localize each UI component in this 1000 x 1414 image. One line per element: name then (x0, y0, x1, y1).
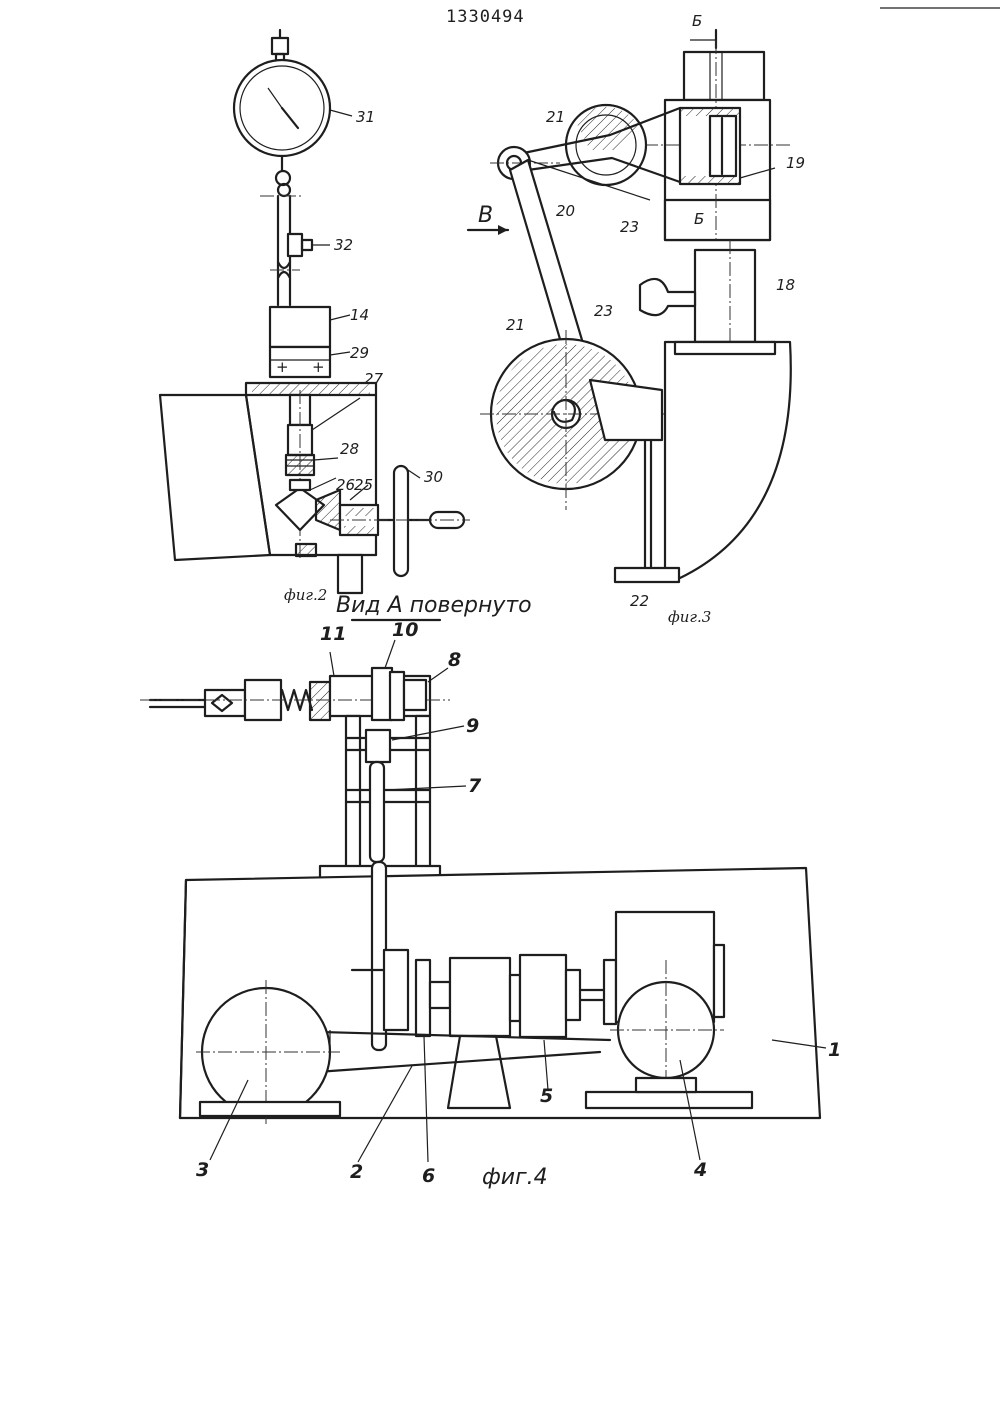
crank-disk-6 (416, 960, 430, 1036)
fig3-base-housing (665, 342, 791, 578)
document-number: 1330494 (446, 7, 525, 27)
fig2-label-27: 27 (364, 370, 384, 388)
fig4-drawing (140, 640, 826, 1162)
motor-base (586, 1092, 752, 1108)
fig3-label-23-top: 23 (620, 218, 639, 236)
fig4-label-10: 10 (392, 619, 418, 641)
coupling-5 (520, 955, 566, 1037)
fig3-label-20: 20 (556, 202, 575, 220)
rod-7 (370, 762, 384, 862)
fig4-label-4: 4 (693, 1159, 707, 1181)
fig2-drawing: ++ (160, 30, 470, 593)
fig2-label-29: 29 (350, 344, 369, 362)
fig2-housing-break (160, 395, 270, 560)
fig4-label-8: 8 (448, 649, 461, 671)
fig3-section-mark-lower: Б (694, 210, 704, 228)
fig2-label-32: 32 (334, 236, 353, 254)
fig3-label-21-top: 21 (546, 108, 565, 126)
fig4-label-9: 9 (466, 715, 479, 737)
fig4-caption: фиг.4 (482, 1165, 548, 1190)
fig2-caption: фиг.2 (284, 586, 327, 604)
fig4-view-title: Вид А повернуто (336, 593, 532, 618)
fig4-label-3: 3 (196, 1159, 209, 1181)
fig2-label-26: 26 (336, 476, 355, 494)
fig3-label-19: 19 (786, 154, 805, 172)
block-14 (270, 307, 330, 347)
fig4-label-7: 7 (468, 775, 482, 797)
fig3-top-block (684, 52, 764, 100)
clamp-knob (640, 279, 695, 315)
fig2-label-28: 28 (340, 440, 359, 458)
fig3-section-mark-top: Б (692, 12, 702, 30)
nut-11 (310, 682, 330, 720)
gauge-stem-top (272, 38, 288, 54)
bevel-gear-25 (316, 490, 340, 530)
fig2-label-31: 31 (356, 108, 375, 126)
fig3-caption: фиг.3 (668, 608, 711, 626)
fig4-label-5: 5 (540, 1085, 553, 1107)
fig3-arrow-label: В (478, 203, 493, 228)
flywheel-base (200, 1102, 340, 1116)
fig2-label-30: 30 (424, 468, 443, 486)
fig3-label-22: 22 (630, 592, 649, 610)
fig3-label-21-lower: 21 (506, 316, 525, 334)
bottom-shaft (338, 555, 362, 593)
svg-text:+: + (312, 358, 325, 376)
fig3-label-23-lower: 23 (594, 302, 613, 320)
fig4-label-11: 11 (320, 623, 346, 645)
fig4-label-1: 1 (828, 1039, 841, 1061)
svg-text:+: + (276, 358, 289, 376)
fig3-label-18: 18 (776, 276, 795, 294)
lever-9 (366, 730, 390, 762)
foot-22 (615, 568, 679, 582)
gearbox (450, 958, 510, 1036)
fig2-label-14: 14 (350, 306, 369, 324)
fig2-label-25: 25 (354, 476, 373, 494)
fig4-label-6: 6 (422, 1165, 435, 1187)
fig3-drawing (468, 30, 791, 582)
handwheel-30 (394, 466, 408, 576)
column-18 (695, 250, 755, 342)
fig4-label-2: 2 (350, 1161, 363, 1183)
